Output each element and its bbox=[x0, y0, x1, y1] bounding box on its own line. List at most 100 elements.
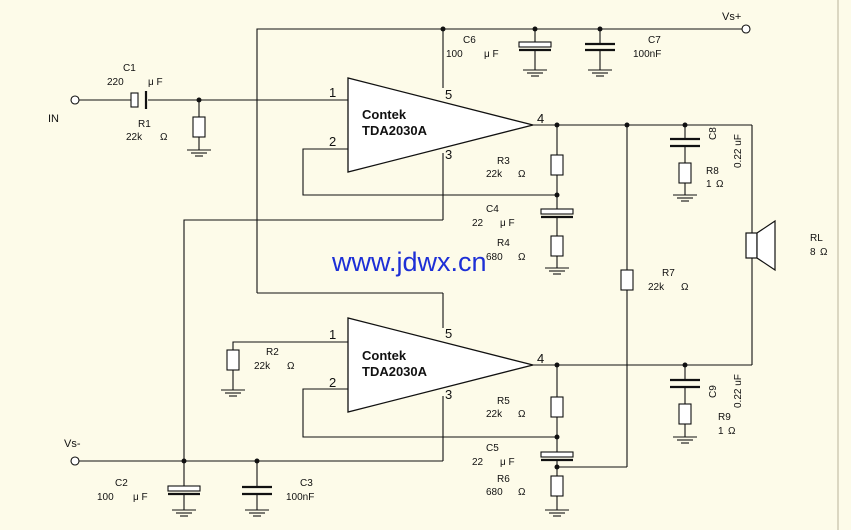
junction-dots bbox=[181, 26, 688, 470]
r2-name: R2 bbox=[266, 347, 279, 358]
r9-name: R9 bbox=[718, 412, 731, 423]
c5-value: 22 bbox=[472, 457, 484, 468]
resistor-r7[interactable] bbox=[620, 269, 634, 291]
r6-name: R6 bbox=[497, 474, 510, 485]
capacitor-c9[interactable] bbox=[670, 378, 700, 389]
input-terminal[interactable] bbox=[70, 95, 80, 105]
r2-value: 22k bbox=[254, 361, 271, 372]
c9-value: 0.22 uF bbox=[733, 374, 744, 408]
capacitor-c7[interactable] bbox=[585, 42, 615, 52]
vs-plus-terminal[interactable] bbox=[741, 24, 751, 34]
amp-top-pin1: 1 bbox=[329, 85, 336, 100]
capacitor-c2[interactable] bbox=[167, 485, 201, 496]
watermark-text: www.jdwx.cn bbox=[331, 247, 487, 277]
amp-top-pin4: 4 bbox=[537, 111, 544, 126]
capacitor-c8[interactable] bbox=[670, 137, 700, 148]
resistor-r3[interactable] bbox=[550, 154, 564, 176]
amp-bottom-pin5: 5 bbox=[445, 326, 452, 341]
r3-unit: Ω bbox=[518, 169, 526, 180]
resistor-r8[interactable] bbox=[678, 162, 692, 184]
r7-name: R7 bbox=[662, 268, 675, 279]
resistor-r6[interactable] bbox=[550, 475, 564, 497]
r5-name: R5 bbox=[497, 396, 510, 407]
capacitor-c3[interactable] bbox=[242, 485, 272, 496]
amplifier-top[interactable]: Contek TDA2030A 1 2 3 4 5 bbox=[329, 77, 544, 173]
c3-value: 100nF bbox=[286, 492, 314, 503]
r9-value: 1 bbox=[718, 426, 724, 437]
vs-minus-label: Vs- bbox=[64, 438, 81, 450]
c3-name: C3 bbox=[300, 478, 313, 489]
c2-name: C2 bbox=[115, 478, 128, 489]
capacitor-c1[interactable] bbox=[130, 91, 148, 109]
amp-top-part: TDA2030A bbox=[362, 123, 428, 138]
resistor-r9[interactable] bbox=[678, 403, 692, 425]
c1-unit: μ F bbox=[148, 77, 163, 88]
amp-bottom-pin2: 2 bbox=[329, 375, 336, 390]
wiring bbox=[79, 28, 753, 510]
r6-unit: Ω bbox=[518, 487, 526, 498]
c4-value: 22 bbox=[472, 218, 484, 229]
r4-value: 680 bbox=[486, 252, 503, 263]
amp-bottom-pin4: 4 bbox=[537, 351, 544, 366]
amp-top-brand: Contek bbox=[362, 107, 407, 122]
input-label: IN bbox=[48, 113, 59, 125]
r1-value: 22k bbox=[126, 132, 143, 143]
capacitor-c5[interactable] bbox=[540, 451, 574, 462]
amp-bottom-brand: Contek bbox=[362, 348, 407, 363]
capacitor-c4[interactable] bbox=[540, 208, 574, 219]
r8-name: R8 bbox=[706, 166, 719, 177]
c1-name: C1 bbox=[123, 63, 136, 74]
c8-value: 0.22 uF bbox=[733, 134, 744, 168]
amp-top-pin3: 3 bbox=[445, 147, 452, 162]
rl-name: RL bbox=[810, 233, 823, 244]
c6-unit: μ F bbox=[484, 49, 499, 60]
r1-name: R1 bbox=[138, 119, 151, 130]
r4-name: R4 bbox=[497, 238, 510, 249]
amp-bottom-pin3: 3 bbox=[445, 387, 452, 402]
c5-name: C5 bbox=[486, 443, 499, 454]
c7-name: C7 bbox=[648, 35, 661, 46]
c1-value: 220 bbox=[107, 77, 124, 88]
vs-plus-label: Vs+ bbox=[722, 11, 741, 23]
r7-value: 22k bbox=[648, 282, 665, 293]
amp-top-pin2: 2 bbox=[329, 134, 336, 149]
r4-unit: Ω bbox=[518, 252, 526, 263]
r6-value: 680 bbox=[486, 487, 503, 498]
r9-unit: Ω bbox=[728, 426, 736, 437]
r5-value: 22k bbox=[486, 409, 503, 420]
resistor-r4[interactable] bbox=[550, 235, 564, 257]
r8-value: 1 bbox=[706, 179, 712, 190]
c2-unit: μ F bbox=[133, 492, 148, 503]
r1-unit: Ω bbox=[160, 132, 168, 143]
speaker-rl[interactable] bbox=[745, 219, 776, 272]
amplifier-bottom[interactable]: Contek TDA2030A 1 2 3 4 5 bbox=[329, 317, 544, 413]
r3-name: R3 bbox=[497, 156, 510, 167]
c2-value: 100 bbox=[97, 492, 114, 503]
vs-minus-terminal[interactable] bbox=[70, 456, 80, 466]
r7-unit: Ω bbox=[681, 282, 689, 293]
amp-top-pin5: 5 bbox=[445, 87, 452, 102]
r8-unit: Ω bbox=[716, 179, 724, 190]
rl-unit: Ω bbox=[820, 247, 828, 258]
rl-value: 8 bbox=[810, 247, 816, 258]
c6-value: 100 bbox=[446, 49, 463, 60]
c9-name: C9 bbox=[708, 385, 719, 398]
c8-name: C8 bbox=[708, 127, 719, 140]
resistor-r1[interactable] bbox=[192, 116, 206, 138]
amp-bottom-part: TDA2030A bbox=[362, 364, 428, 379]
capacitor-c6[interactable] bbox=[518, 41, 552, 52]
r3-value: 22k bbox=[486, 169, 503, 180]
amp-bottom-pin1: 1 bbox=[329, 327, 336, 342]
ground-symbols bbox=[172, 69, 697, 517]
r5-unit: Ω bbox=[518, 409, 526, 420]
c7-value: 100nF bbox=[633, 49, 661, 60]
c6-name: C6 bbox=[463, 35, 476, 46]
c4-name: C4 bbox=[486, 204, 499, 215]
r2-unit: Ω bbox=[287, 361, 295, 372]
resistor-r5[interactable] bbox=[550, 396, 564, 418]
c5-unit: μ F bbox=[500, 457, 515, 468]
c4-unit: μ F bbox=[500, 218, 515, 229]
resistor-r2[interactable] bbox=[226, 349, 240, 371]
